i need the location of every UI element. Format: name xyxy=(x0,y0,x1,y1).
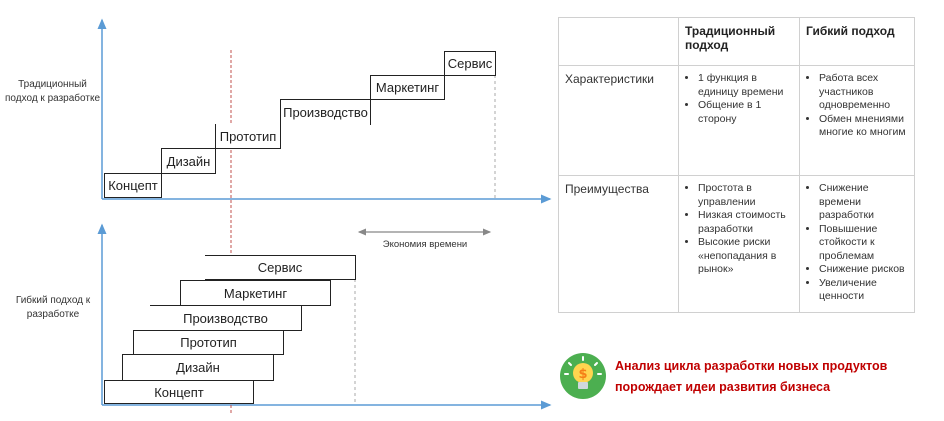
comparison-table: Традиционный подход Гибкий подход Характ… xyxy=(558,17,915,313)
header-empty xyxy=(558,17,679,66)
agile-stage-prototype: Прототип xyxy=(133,330,284,355)
agile-label: Гибкий подход к разработке xyxy=(15,295,91,320)
list-item: 1 функция в единицу времени xyxy=(698,72,793,99)
table-row: Характеристики 1 функция в единицу време… xyxy=(558,65,915,176)
row-label: Преимущества xyxy=(558,175,679,313)
traditional-stage-marketing: Маркетинг xyxy=(370,75,445,100)
list-item: Снижение времени разработки xyxy=(819,182,908,223)
agile-stage-design: Дизайн xyxy=(122,354,274,381)
svg-text:$: $ xyxy=(578,367,587,382)
agile-stage-concept: Концепт xyxy=(104,380,254,404)
message-line-1: Анализ цикла разработки новых продуктов xyxy=(615,359,888,373)
traditional-stage-design: Дизайн xyxy=(161,148,216,174)
header-traditional: Традиционный подход xyxy=(678,17,800,66)
message-line-2: порождает идеи развития бизнеса xyxy=(615,380,831,394)
conclusion-message: Анализ цикла разработки новых продуктов … xyxy=(615,356,887,398)
list-item: Обмен мнениями многие ко многим xyxy=(819,113,908,140)
traditional-stage-prototype: Прототип xyxy=(215,124,281,149)
traditional-stage-production: Производство xyxy=(280,99,371,125)
list-item: Снижение рисков xyxy=(819,263,908,277)
list-item: Работа всех участников одновременно xyxy=(819,72,908,113)
list-item: Простота в управлении xyxy=(698,182,793,209)
list-item: Низкая стоимость разработки xyxy=(698,209,793,236)
row-label: Характеристики xyxy=(558,65,679,176)
traditional-stage-service: Сервис xyxy=(444,51,496,76)
table-row: Преимущества Простота в управленииНизкая… xyxy=(558,175,915,313)
lightbulb-dollar-icon: $ xyxy=(560,353,606,399)
list-item: Высокие риски «непопадания в рынок» xyxy=(698,236,793,277)
time-saving-label: Экономия времени xyxy=(382,239,468,250)
agile-stage-production: Производство xyxy=(150,305,302,331)
list-item: Общение в 1 сторону xyxy=(698,99,793,126)
header-agile: Гибкий подход xyxy=(799,17,915,66)
list-item: Увеличение ценности xyxy=(819,277,908,304)
traditional-stage-concept: Концепт xyxy=(104,173,162,198)
list-item: Повышение стойкости к проблемам xyxy=(819,223,908,264)
traditional-label: Традиционный подход к разработке xyxy=(5,79,101,104)
agile-stage-service: Сервис xyxy=(205,255,356,280)
agile-stage-marketing: Маркетинг xyxy=(180,280,331,306)
